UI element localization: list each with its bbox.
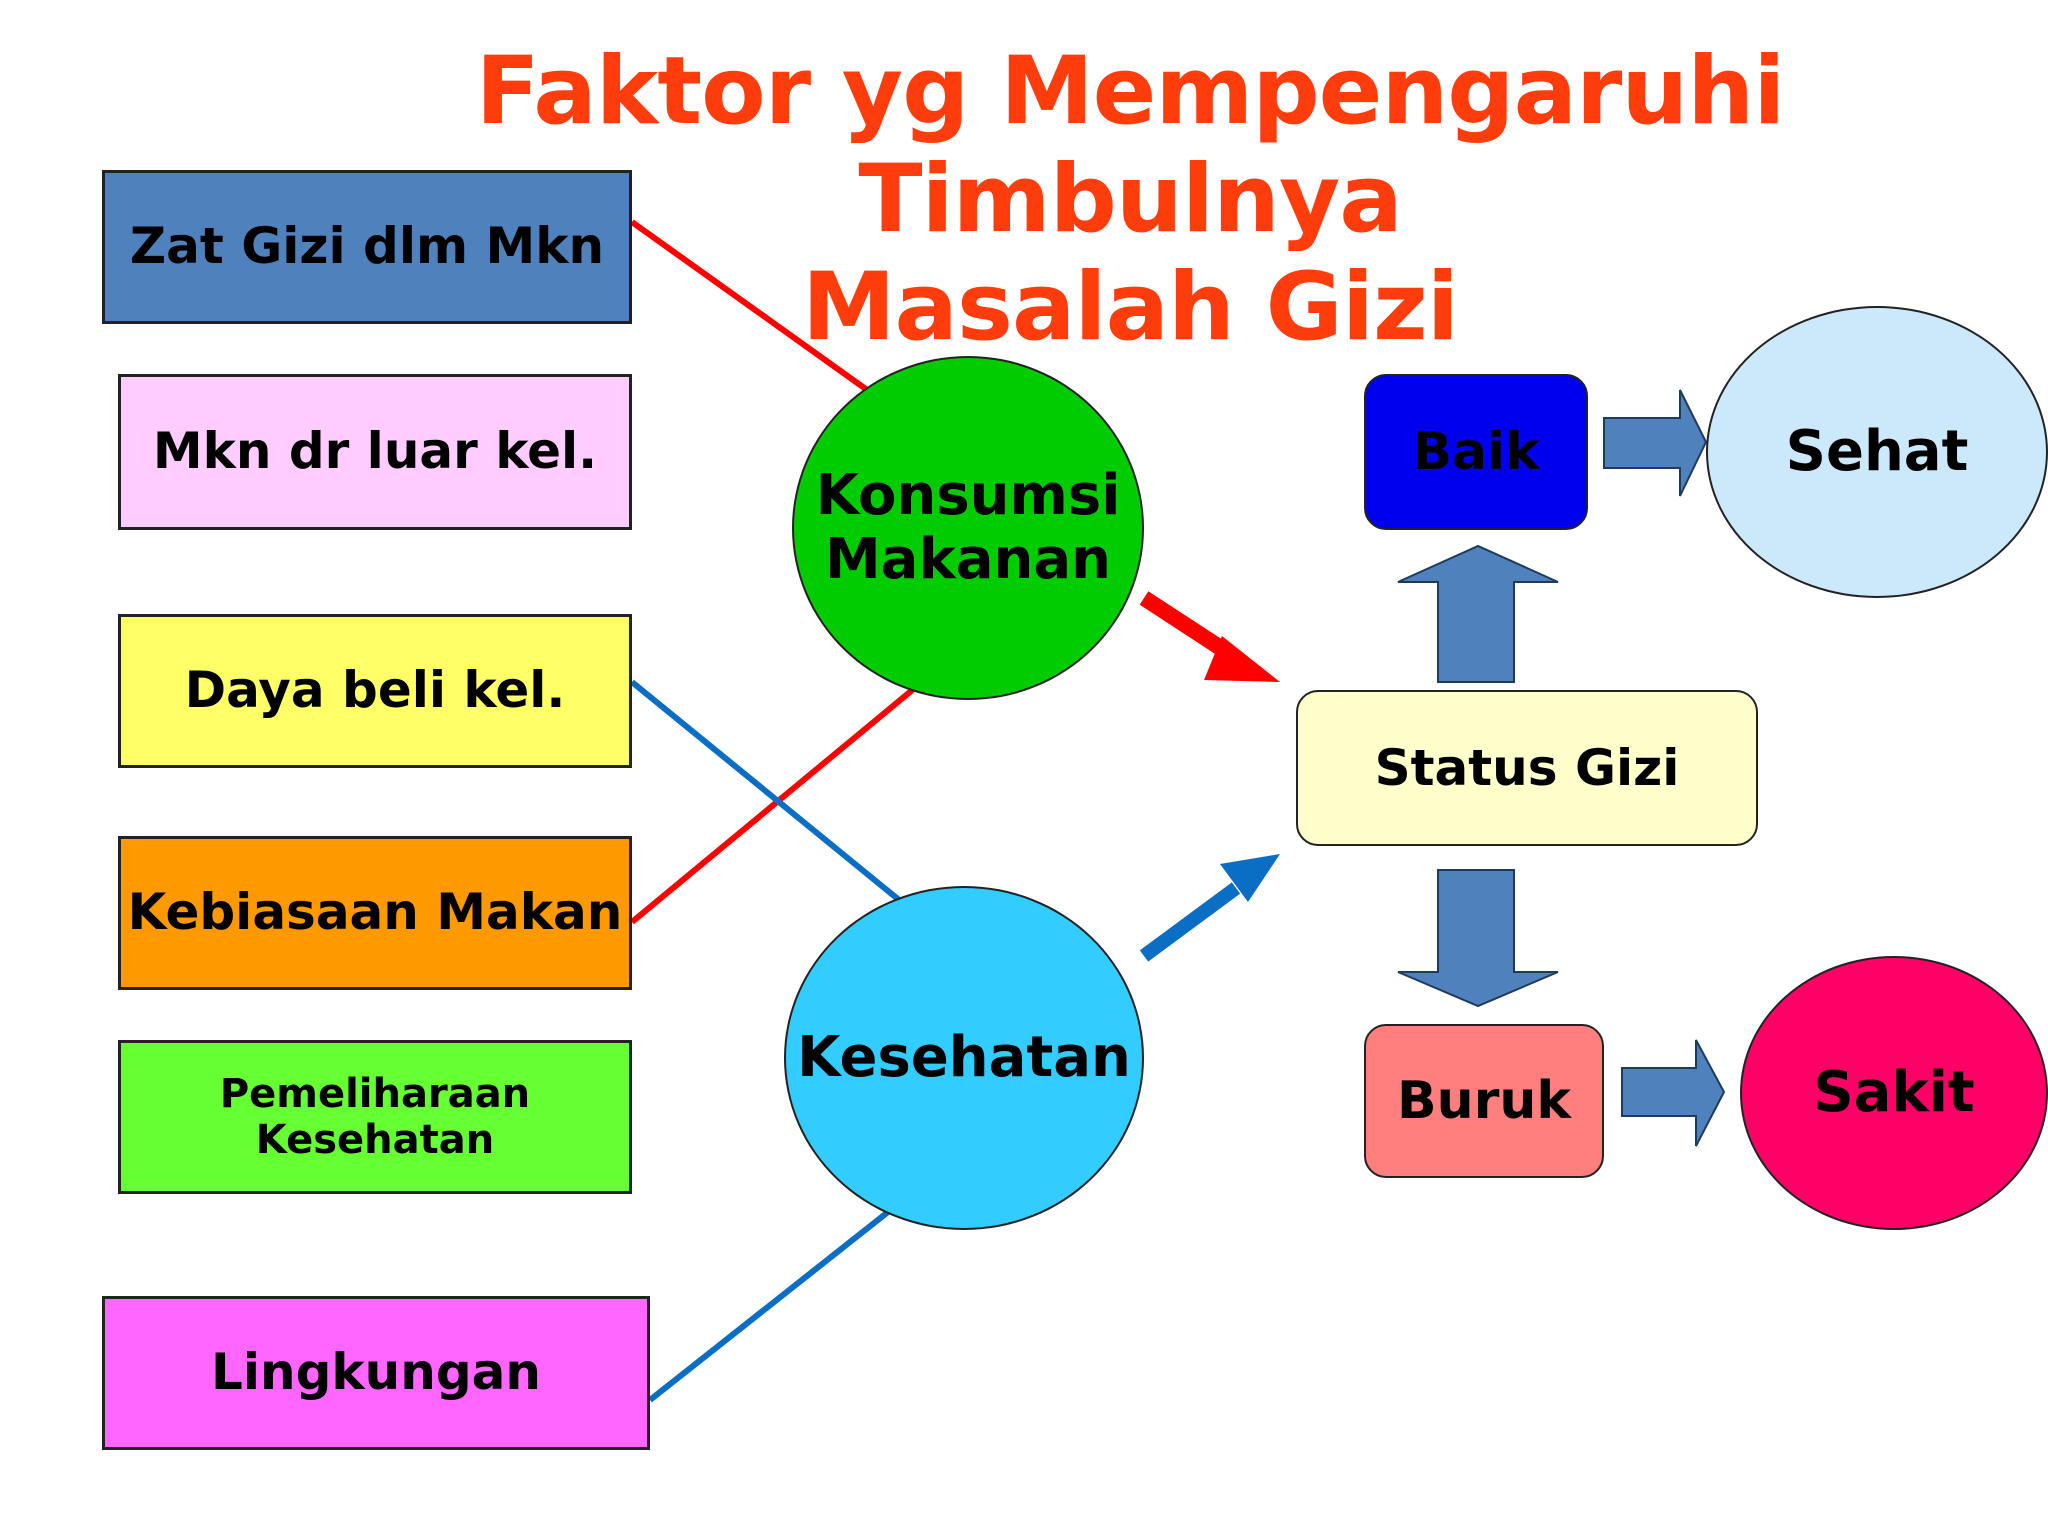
- status-gizi-label: Status Gizi: [1374, 739, 1680, 797]
- kesehatan-circle: Kesehatan: [784, 886, 1144, 1230]
- buruk-box: Buruk: [1364, 1024, 1604, 1178]
- sehat-label: Sehat: [1785, 418, 1969, 484]
- sehat-ellipse: Sehat: [1706, 306, 2048, 598]
- factor-kebiasaan: Kebiasaan Makan: [118, 836, 632, 990]
- factor-pemeliharaan-line2: Kesehatan: [255, 1117, 495, 1163]
- down-block-arrow: [1397, 869, 1559, 1008]
- link-zatgizi-konsumsi: [630, 219, 872, 395]
- factor-zat-gizi: Zat Gizi dlm Mkn: [102, 170, 632, 324]
- factor-lingkungan: Lingkungan: [102, 1296, 650, 1450]
- status-gizi-box: Status Gizi: [1296, 690, 1758, 846]
- title-line-1: Faktor yg Mempengaruhi Timbulnya: [475, 37, 1786, 254]
- buruk-label: Buruk: [1397, 1071, 1571, 1131]
- link-lingkungan-kesehatan: [648, 1209, 890, 1403]
- right-block-arrow-sakit: [1621, 1039, 1726, 1147]
- factor-zat-gizi-label: Zat Gizi dlm Mkn: [129, 217, 605, 276]
- factor-daya-beli-label: Daya beli kel.: [184, 661, 566, 720]
- kesehatan-label: Kesehatan: [797, 1024, 1131, 1090]
- factor-mkn-luar: Mkn dr luar kel.: [118, 374, 632, 530]
- baik-label: Baik: [1412, 422, 1540, 482]
- sakit-label: Sakit: [1813, 1059, 1975, 1125]
- page-title: Faktor yg Mempengaruhi Timbulnya Masalah…: [280, 38, 1980, 362]
- factor-pemeliharaan-line1: Pemeliharaan: [219, 1071, 531, 1117]
- factor-daya-beli: Daya beli kel.: [118, 614, 632, 768]
- baik-box: Baik: [1364, 374, 1588, 530]
- factor-lingkungan-label: Lingkungan: [211, 1343, 541, 1402]
- factor-kebiasaan-label: Kebiasaan Makan: [127, 883, 623, 942]
- sakit-ellipse: Sakit: [1740, 956, 2048, 1230]
- arrow-konsumsi-to-status: [1139, 591, 1280, 682]
- konsumsi-makanan-circle: Konsumsi Makanan: [792, 356, 1144, 700]
- konsumsi-line2: Makanan: [824, 527, 1112, 592]
- link-dayabeli-kesehatan: [630, 679, 906, 907]
- right-block-arrow-sehat: [1603, 389, 1708, 497]
- title-line-2: Masalah Gizi: [802, 253, 1459, 362]
- factor-mkn-luar-label: Mkn dr luar kel.: [152, 422, 598, 481]
- factor-pemeliharaan: Pemeliharaan Kesehatan: [118, 1040, 632, 1194]
- up-block-arrow: [1397, 544, 1559, 683]
- konsumsi-line1: Konsumsi: [815, 462, 1121, 528]
- arrow-kesehatan-to-status: [1139, 854, 1280, 962]
